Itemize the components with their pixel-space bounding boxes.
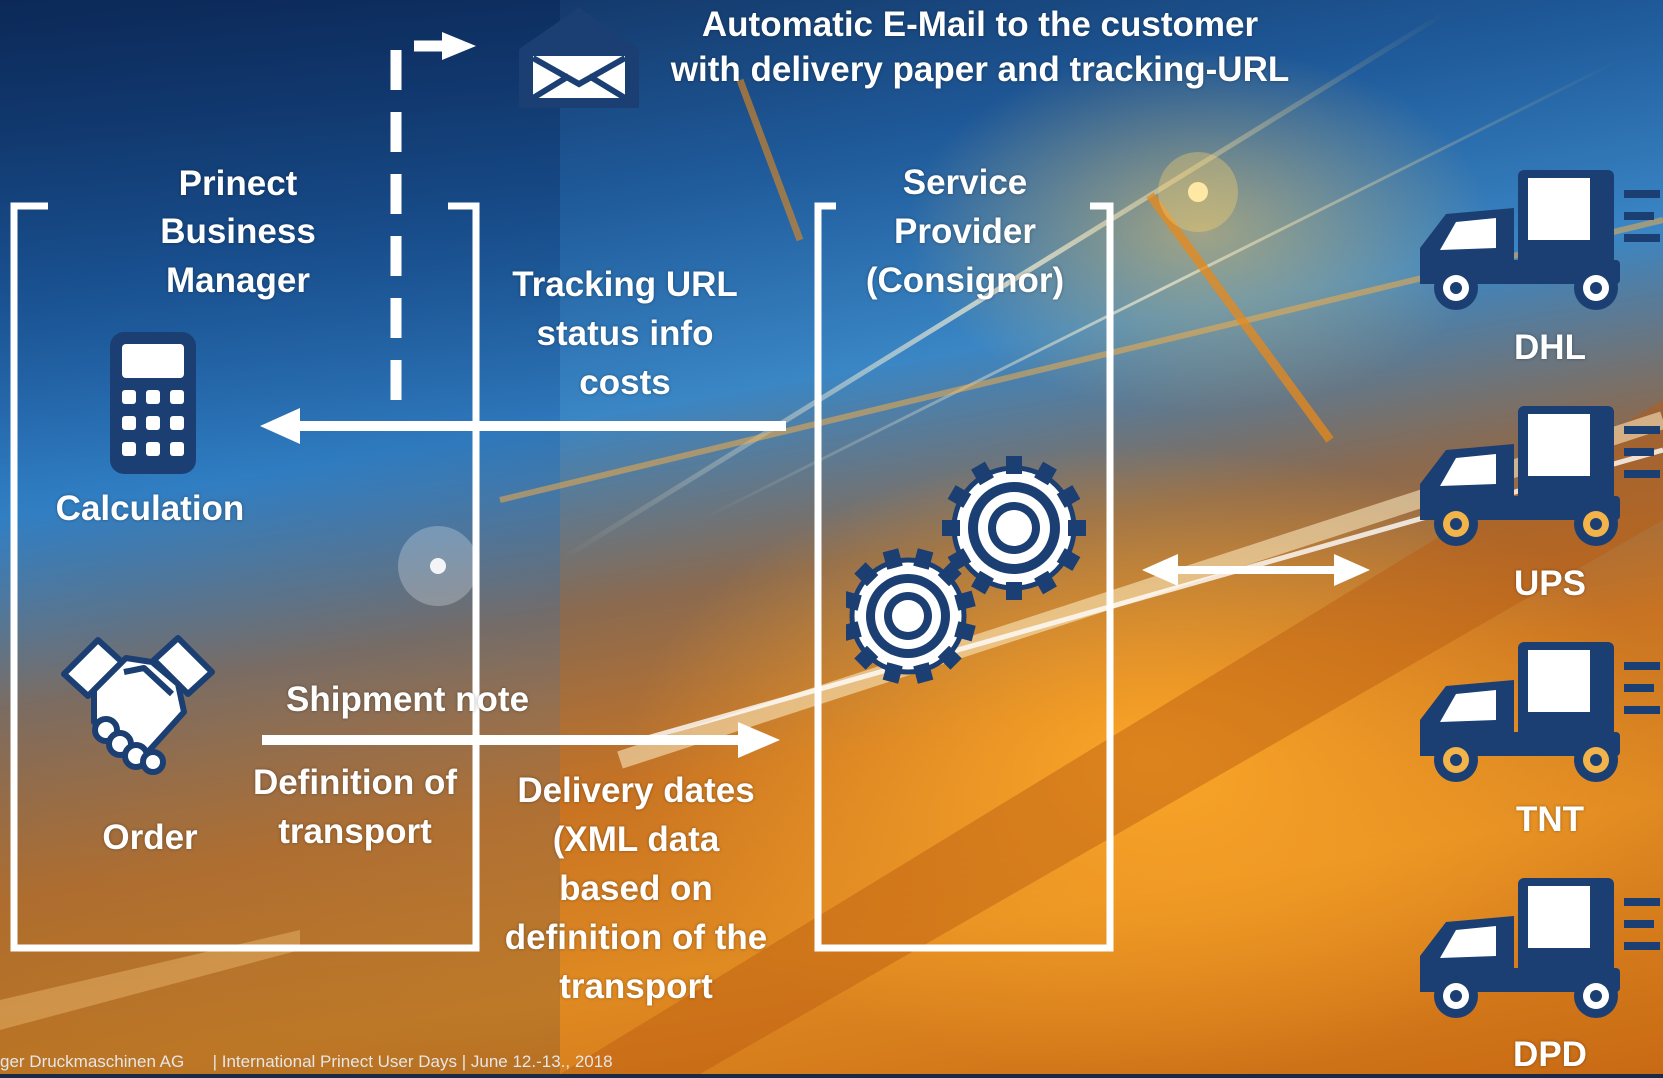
outbound-arrow: [262, 722, 780, 758]
order-label: Order: [102, 818, 198, 857]
email-dashed-connector: [390, 32, 476, 400]
service-provider-title-line1: Service: [902, 163, 1028, 202]
delivery-line2: (XML data: [552, 820, 720, 859]
business-manager-title: Prinect Business Manager: [128, 160, 348, 305]
business-manager-frame: [10, 202, 480, 952]
delivery-truck-icon: [1420, 170, 1660, 310]
definition-line1: Definition of: [252, 763, 458, 802]
delivery-dates-label: Delivery dates (XML data based on defini…: [486, 766, 786, 1011]
return-arrow: [260, 408, 786, 444]
carrier-label: UPS: [1514, 564, 1586, 603]
return-flow-line2: status info: [536, 314, 714, 353]
calculation-label: Calculation: [55, 489, 245, 528]
return-flow-line1: Tracking URL: [512, 265, 738, 304]
business-manager-title-line1: Prinect: [178, 164, 298, 203]
handshake-icon: [61, 635, 215, 775]
definition-line2: transport: [278, 812, 432, 851]
carrier-label: DHL: [1514, 328, 1586, 367]
carrier-exchange-arrow: [1142, 554, 1370, 586]
service-provider-title-line2: Provider: [894, 212, 1036, 251]
delivery-truck-icon: [1420, 878, 1660, 1018]
footer-event: | International Prinect User Days | June…: [212, 1052, 613, 1071]
service-provider-title: Service Provider (Consignor): [832, 158, 1098, 305]
carrier-label: DPD: [1513, 1035, 1587, 1074]
delivery-truck-icon: [1420, 642, 1660, 782]
background-sky-overlay: [0, 0, 560, 1074]
carrier-label: TNT: [1515, 800, 1585, 839]
delivery-line5: transport: [559, 967, 713, 1006]
email-caption: Automatic E-Mail to the customer with de…: [640, 3, 1320, 93]
service-provider-frame: [814, 202, 1114, 952]
envelope-icon: [519, 8, 639, 108]
email-caption-line1: Automatic E-Mail to the customer: [701, 5, 1259, 44]
shipment-note-label: Shipment note: [286, 680, 530, 719]
footer: ger Druckmaschinen AG | International Pr…: [0, 1052, 613, 1072]
business-manager-title-line2: Business: [160, 212, 316, 252]
email-caption-line2: with delivery paper and tracking-URL: [670, 49, 1290, 89]
return-flow-line3: costs: [579, 363, 671, 402]
delivery-line4: definition of the: [504, 918, 768, 957]
return-flow-label: Tracking URL status info costs: [470, 260, 780, 407]
delivery-truck-icon: [1420, 406, 1660, 546]
business-manager-title-line3: Manager: [166, 260, 310, 300]
definition-of-transport-label: Definition of transport: [236, 758, 474, 856]
delivery-line3: based on: [559, 869, 713, 908]
service-provider-title-line3: (Consignor): [865, 261, 1065, 300]
gears-icon: [846, 456, 1086, 684]
footer-company: ger Druckmaschinen AG: [0, 1052, 185, 1071]
delivery-line1: Delivery dates: [517, 771, 755, 810]
calculator-icon: [110, 332, 196, 474]
